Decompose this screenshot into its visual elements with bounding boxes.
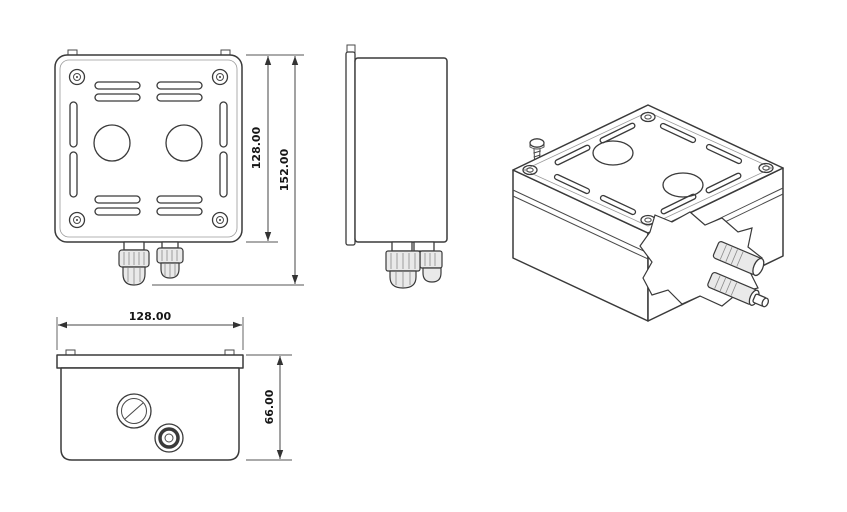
iso-lid-rim — [523, 111, 773, 227]
lid-flange — [345, 51, 356, 246]
knockout-circle — [165, 124, 203, 162]
isometric-view — [512, 104, 784, 322]
iso-cable-gland-lower — [707, 271, 770, 308]
mounting-slots — [69, 81, 228, 216]
iso-knockout — [662, 172, 704, 198]
iso-lid-seam-2 — [512, 193, 784, 260]
enclosure-body-side — [354, 57, 448, 243]
lid-inner-edge — [59, 59, 238, 238]
side-view — [345, 44, 448, 289]
dim-front-overall-label: 152.00 — [278, 148, 291, 191]
front-dimensions: 128.00 152.00 — [152, 54, 304, 286]
front-view: 128.00 152.00 — [54, 49, 304, 286]
iso-top-face — [512, 104, 784, 234]
dim-front-height-label: 128.00 — [250, 126, 263, 169]
iso-knockout — [592, 140, 634, 166]
bottom-view: 128.00 66.00 — [56, 310, 292, 461]
corner-screws — [68, 68, 229, 229]
dim-bottom-depth-label: 66.00 — [263, 389, 276, 424]
lid-strip — [56, 354, 244, 369]
enclosure-body-bottom — [60, 367, 240, 461]
gland-end-small — [154, 423, 184, 453]
dim-bottom-width-label: 128.00 — [129, 310, 172, 323]
cable-glands-side — [385, 241, 443, 289]
gland-end-large — [116, 393, 152, 429]
iso-cable-gland-upper — [712, 241, 765, 277]
iso-slots — [553, 122, 743, 216]
cable-gland-left — [118, 241, 150, 286]
bottom-width-dimension: 128.00 — [56, 310, 244, 350]
knockout-circle — [93, 124, 131, 162]
enclosure-outline — [54, 54, 243, 243]
iso-corner-screws — [522, 111, 774, 226]
bottom-depth-dimension: 66.00 — [246, 354, 292, 461]
cable-gland-right — [156, 241, 184, 279]
